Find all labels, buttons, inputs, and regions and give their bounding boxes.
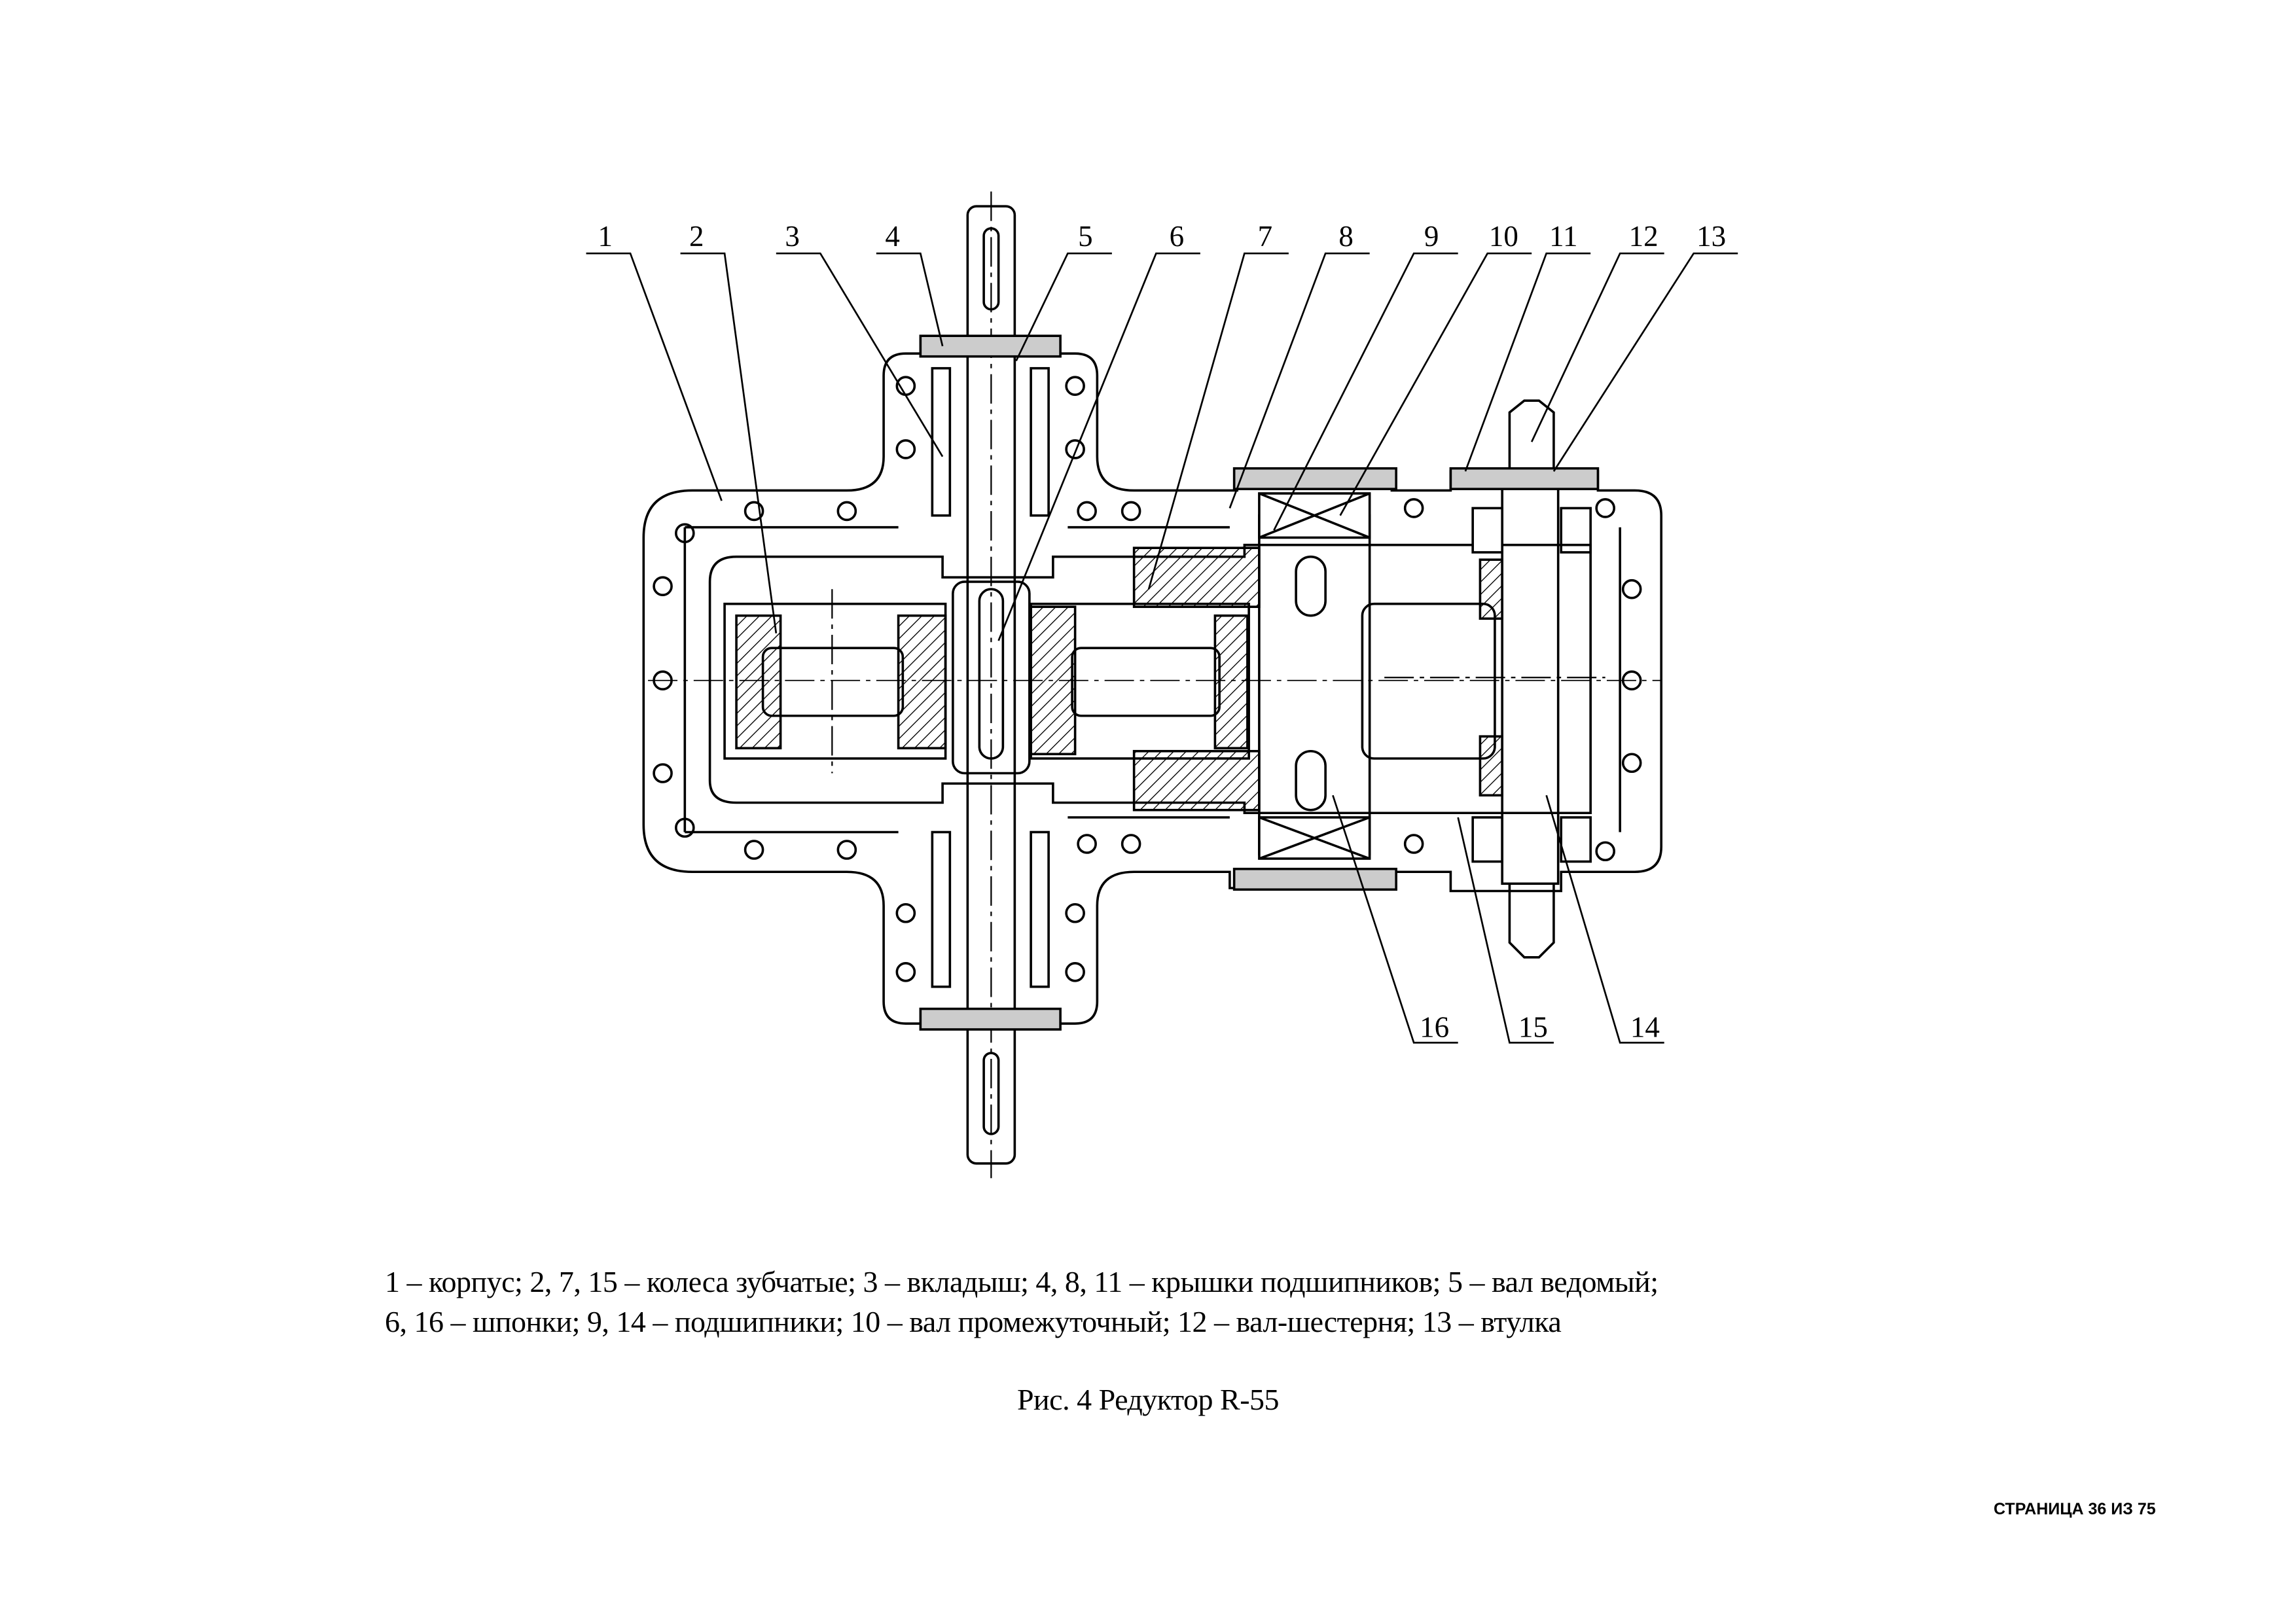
part-label: 9: [1424, 220, 1439, 253]
gear-wheel-7: [1030, 602, 1250, 760]
intermediate-shaft: [1132, 492, 1371, 860]
part-label: 16: [1420, 1010, 1449, 1043]
part-label: 10: [1489, 220, 1518, 253]
part-label: 4: [885, 220, 899, 253]
housing-inner: [708, 543, 1592, 815]
leader-lines: [586, 252, 1738, 1044]
gear-wheel-2: [723, 589, 947, 774]
part-label: 11: [1549, 220, 1577, 253]
pinion-shaft: [1449, 399, 1600, 959]
page-number: СТРАНИЦА 36 ИЗ 75: [1994, 1500, 2156, 1518]
part-label: 12: [1629, 220, 1659, 253]
figure-caption: Рис. 4 Редуктор R-55: [1016, 1383, 1280, 1416]
housing-outline: [642, 352, 1662, 1025]
part-label: 6: [1170, 220, 1185, 253]
part-label: 2: [689, 220, 704, 253]
part-label: 14: [1630, 1010, 1660, 1043]
part-label: 3: [785, 220, 800, 253]
part-label: 15: [1518, 1010, 1548, 1043]
part-label: 13: [1696, 220, 1726, 253]
legend-line-2: 6, 16 – шпонки; 9, 14 – подшипники; 10 –…: [385, 1305, 1562, 1338]
part-labels: 1 2 3 4 5 6 7 8 9 10 11 12 13 16 15 14: [598, 220, 1727, 1043]
part-label: 8: [1338, 220, 1354, 253]
part-label: 1: [598, 220, 613, 253]
legend-line-1: 1 – корпус; 2, 7, 15 – колеса зубчатые; …: [385, 1265, 1659, 1298]
part-label: 7: [1258, 220, 1273, 253]
part-label: 5: [1078, 220, 1093, 253]
bolt-holes: [653, 376, 1642, 982]
